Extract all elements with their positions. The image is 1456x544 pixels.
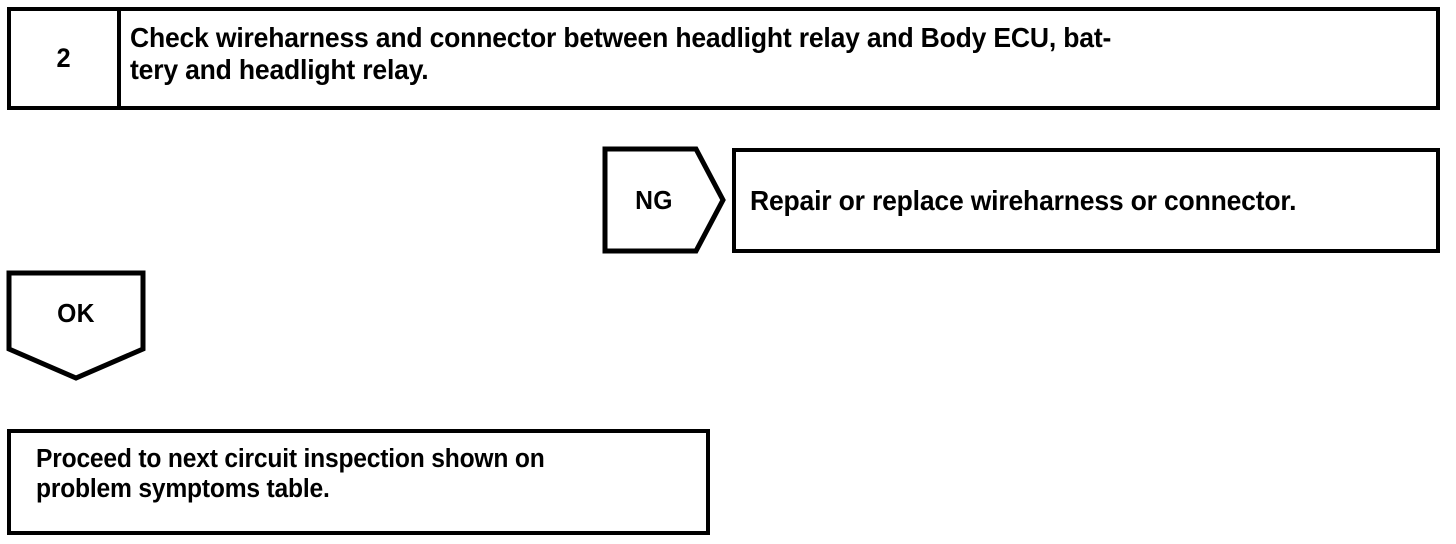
step-number-cell: 2	[11, 11, 121, 106]
ok-result-text: Proceed to next circuit inspection shown…	[36, 445, 545, 504]
step-number: 2	[56, 43, 72, 73]
ng-pentagon-icon	[602, 146, 726, 254]
step-instruction-text: Check wireharness and connector between …	[130, 22, 1112, 85]
step-instruction-cell: Check wireharness and connector between …	[121, 11, 1436, 106]
step-box: 2 Check wireharness and connector betwee…	[7, 7, 1440, 110]
ok-branch-tag: OK	[6, 270, 146, 381]
ng-result-text: Repair or replace wireharness or connect…	[750, 184, 1297, 216]
ng-branch-tag: NG	[602, 146, 726, 254]
ok-pentagon-icon	[6, 270, 146, 381]
ok-branch-label: OK	[57, 297, 95, 328]
ok-result-box: Proceed to next circuit inspection shown…	[7, 429, 710, 535]
ng-branch-label: NG	[635, 184, 673, 215]
ng-result-box: Repair or replace wireharness or connect…	[732, 148, 1440, 253]
